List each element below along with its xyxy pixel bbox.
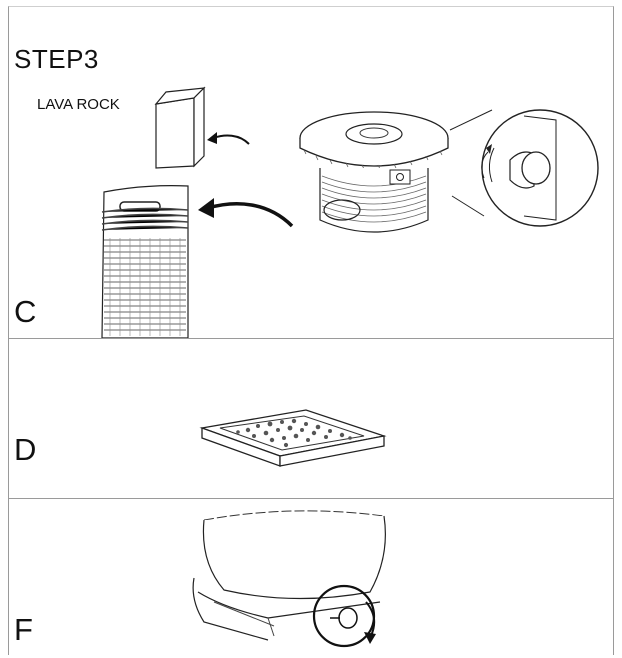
arrow-icon (198, 198, 294, 228)
arrow-icon (207, 132, 250, 145)
fire-table-icon (299, 111, 449, 233)
panel-divider (8, 338, 614, 339)
knob-detail-icon (449, 109, 599, 227)
panel-letter-d: D (14, 432, 37, 467)
panel-divider (8, 498, 614, 499)
lava-rock-tray-icon (199, 409, 387, 467)
instruction-frame (8, 6, 614, 655)
lava-rock-box-icon (154, 86, 206, 169)
burner-knob-icon (192, 510, 386, 648)
rope-cover-icon (101, 185, 189, 339)
lava-rock-label: LAVA ROCK (37, 96, 120, 113)
panel-letter-f: F (14, 612, 33, 647)
rotate-arrow-icon (364, 632, 376, 644)
step-title: STEP3 (14, 44, 99, 74)
panel-letter-c: C (14, 294, 37, 329)
